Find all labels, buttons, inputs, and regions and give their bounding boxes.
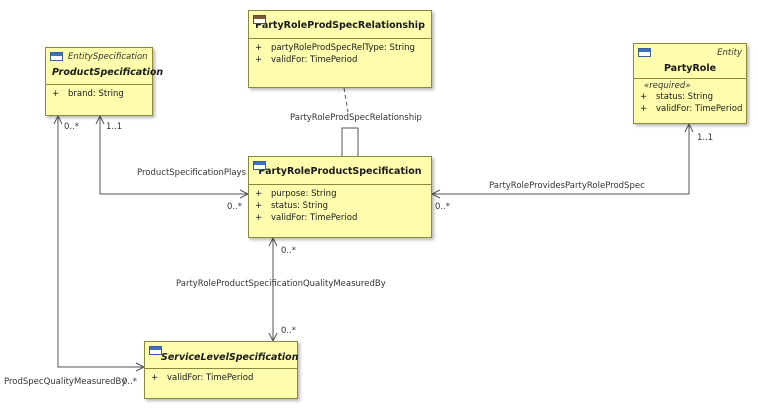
multiplicity-ps-right: 1..1 bbox=[106, 122, 123, 132]
attribute-list: +status: String +validFor: TimePeriod bbox=[634, 91, 746, 115]
class-header: ServiceLevelSpecification bbox=[145, 342, 299, 369]
class-servicelevelspecification[interactable]: ServiceLevelSpecification +validFor: Tim… bbox=[144, 341, 298, 399]
attribute: +status: String bbox=[640, 92, 714, 102]
class-productspecification[interactable]: EntitySpecification ProductSpecification… bbox=[45, 47, 163, 116]
arrowhead-prps-bottom bbox=[268, 236, 278, 247]
multiplicity-prps-bottom: 0..* bbox=[281, 246, 297, 256]
class-header: EntitySpecification ProductSpecification bbox=[46, 48, 163, 85]
attribute: +validFor: TimePeriod bbox=[640, 104, 743, 114]
class-stereotype: Entity bbox=[717, 48, 742, 58]
multiplicity-party-role: 1..1 bbox=[697, 133, 714, 143]
assoc-class-dashed-link bbox=[343, 87, 349, 113]
class-icon bbox=[253, 161, 266, 170]
attribute: +partyRoleProdSpecRelType: String bbox=[255, 43, 415, 53]
attribute: +status: String bbox=[255, 201, 329, 211]
attribute-list: +validFor: TimePeriod bbox=[145, 369, 297, 384]
class-name: ProductSpecification bbox=[52, 67, 164, 78]
multiplicity-prps-right: 0..* bbox=[435, 202, 451, 212]
arrowhead-prps-right bbox=[430, 189, 441, 199]
assoc-label-provides: PartyRoleProvidesPartyRoleProdSpec bbox=[489, 181, 645, 191]
arrowhead-party-role bbox=[684, 122, 694, 133]
assoc-label-prodspec-measured: ProdSpecQualityMeasuredBy bbox=[4, 377, 127, 387]
self-association-loop bbox=[341, 127, 359, 156]
attribute: +validFor: TimePeriod bbox=[255, 213, 358, 223]
class-header: PartyRoleProdSpecRelationship bbox=[249, 11, 431, 39]
class-partyroleproductspecification[interactable]: PartyRoleProductSpecification +purpose: … bbox=[248, 156, 432, 238]
class-partyrole[interactable]: Entity PartyRole «required» +status: Str… bbox=[633, 43, 747, 124]
attribute: +validFor: TimePeriod bbox=[255, 55, 358, 65]
class-name: PartyRoleProductSpecification bbox=[258, 166, 422, 177]
class-icon bbox=[638, 48, 651, 57]
plays-association-line bbox=[99, 116, 248, 195]
attribute-group-label: «required» bbox=[644, 81, 691, 91]
attribute: +brand: String bbox=[52, 89, 124, 99]
multiplicity-prps-left: 0..* bbox=[227, 202, 243, 212]
attribute: +purpose: String bbox=[255, 189, 337, 199]
class-icon bbox=[50, 52, 63, 61]
assoc-label-plays: ProductSpecificationPlays bbox=[137, 168, 247, 178]
assoc-label-measured: PartyRoleProductSpecificationQualityMeas… bbox=[176, 279, 386, 289]
class-name: PartyRoleProdSpecRelationship bbox=[255, 20, 425, 31]
class-name: PartyRole bbox=[663, 63, 717, 74]
attribute-list: +partyRoleProdSpecRelType: String +valid… bbox=[249, 39, 431, 66]
class-stereotype: EntitySpecification bbox=[68, 52, 148, 62]
provides-association-line bbox=[432, 124, 690, 195]
class-header: Entity PartyRole bbox=[634, 44, 746, 79]
arrowhead-product-spec-right bbox=[95, 114, 105, 125]
multiplicity-sls-top: 0..* bbox=[281, 326, 297, 336]
association-class-icon bbox=[253, 15, 266, 24]
assoc-label-relationship: PartyRoleProdSpecRelationship bbox=[290, 113, 422, 123]
class-partyroleprodspecrelationship[interactable]: PartyRoleProdSpecRelationship +partyRole… bbox=[248, 10, 432, 88]
class-name: ServiceLevelSpecification bbox=[161, 352, 299, 363]
prodspec-measured-association-line bbox=[57, 116, 144, 368]
class-header: PartyRoleProductSpecification bbox=[249, 157, 431, 185]
class-icon bbox=[149, 346, 162, 355]
attribute: +validFor: TimePeriod bbox=[151, 373, 254, 383]
attribute-list: +purpose: String +status: String +validF… bbox=[249, 185, 431, 224]
arrowhead-product-spec-left bbox=[53, 114, 63, 125]
attribute-list: +brand: String bbox=[46, 85, 152, 100]
multiplicity-ps-left: 0..* bbox=[64, 122, 80, 132]
multiplicity-sls-left: 0..* bbox=[122, 377, 138, 387]
